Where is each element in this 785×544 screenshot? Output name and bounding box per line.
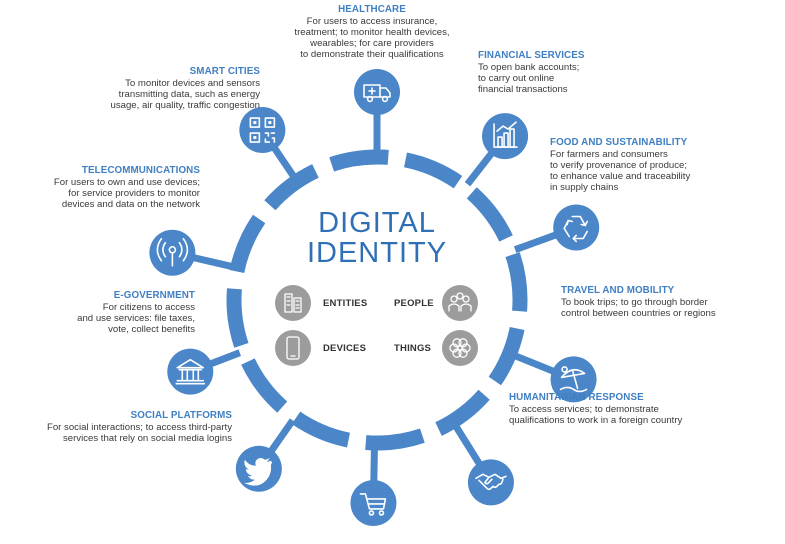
- sector-title: FOOD AND SUSTAINABILITY: [550, 137, 688, 148]
- ring-segment: [403, 152, 463, 189]
- ring-segment: [241, 358, 288, 413]
- ring: [226, 149, 528, 451]
- center-icons: [275, 285, 478, 366]
- recycle-icon: [553, 204, 600, 251]
- sector-desc: For users to access insurance, treatment…: [294, 16, 450, 60]
- sector-desc: For social interactions; to access third…: [46, 422, 232, 444]
- sector-desc: For farmers and consumers to verify prov…: [550, 149, 691, 193]
- sector-desc: To book trips; to go through border cont…: [561, 297, 716, 319]
- sector-label-telecommunications: TELECOMMUNICATIONS For users to own and …: [30, 165, 200, 210]
- beach-umbrella-icon: [550, 356, 597, 403]
- handshake-icon: [467, 459, 514, 506]
- center-title: DIGITAL IDENTITY: [307, 207, 447, 269]
- sector-title: TELECOMMUNICATIONS: [81, 165, 200, 176]
- sector-desc: To access services; to demonstrate quali…: [509, 404, 683, 426]
- ring-segment: [264, 164, 319, 211]
- signal-tower-icon: [149, 229, 196, 276]
- sector-label-food-sustainability: FOOD AND SUSTAINABILITY For farmers and …: [550, 137, 740, 193]
- ring-segment: [329, 149, 389, 172]
- twitter-bird-icon: [235, 445, 282, 492]
- sector-label-e-government: E-GOVERNMENT For citizens to access and …: [40, 290, 195, 335]
- center-label-things: THINGS: [394, 343, 432, 354]
- center-label-entities: ENTITIES: [323, 298, 368, 309]
- sector-desc: For citizens to access and use services:…: [77, 302, 195, 335]
- sector-label-healthcare: HEALTHCARE For users to access insurance…: [282, 4, 462, 60]
- ring-segment: [505, 252, 528, 312]
- ambulance-icon: [354, 69, 400, 115]
- people-icon: [442, 285, 478, 321]
- sector-label-humanitarian-response: HUMANITARIAN RESPONSE To access services…: [509, 392, 749, 426]
- phone-icon: [275, 330, 311, 366]
- center-label-people: PEOPLE: [394, 298, 434, 309]
- government-building-icon: [167, 348, 214, 395]
- ring-segment: [229, 214, 266, 274]
- ring-segment: [488, 326, 525, 386]
- sector-icons: [149, 69, 600, 526]
- center-label-devices: DEVICES: [323, 343, 367, 354]
- ring-segment: [435, 389, 490, 436]
- sector-title: SOCIAL PLATFORMS: [130, 410, 232, 421]
- ring-segment: [365, 428, 425, 451]
- sector-label-smart-cities: SMART CITIES To monitor devices and sens…: [95, 66, 261, 111]
- title-line-1: DIGITAL: [318, 207, 436, 239]
- sector-title: HEALTHCARE: [338, 4, 406, 15]
- sector-desc: To monitor devices and sensors transmitt…: [110, 78, 261, 111]
- building-icon: [275, 285, 311, 321]
- ring-segment: [466, 187, 513, 242]
- title-line-2: IDENTITY: [307, 237, 447, 269]
- ring-segment: [291, 411, 351, 448]
- sector-desc: To open bank accounts; to carry out onli…: [478, 62, 580, 95]
- bar-chart-icon: [482, 113, 529, 160]
- sector-title: SMART CITIES: [189, 66, 260, 77]
- sector-label-social-platforms: SOCIAL PLATFORMS For social interactions…: [20, 410, 232, 444]
- qr-code-icon: [239, 107, 286, 154]
- sector-title: HUMANITARIAN RESPONSE: [509, 392, 644, 403]
- ring-segment: [226, 288, 249, 348]
- sector-label-travel-mobility: TRAVEL AND MOBILITY To book trips; to go…: [561, 285, 781, 319]
- sector-title: E-GOVERNMENT: [113, 290, 195, 301]
- sector-label-financial-services: FINANCIAL SERVICES To open bank accounts…: [478, 50, 648, 95]
- flower-icon: [442, 330, 478, 366]
- sector-desc: For users to own and use devices; for se…: [53, 177, 200, 210]
- sector-title: TRAVEL AND MOBILITY: [561, 285, 675, 296]
- shopping-cart-icon: [350, 479, 397, 526]
- sector-title: FINANCIAL SERVICES: [478, 50, 585, 61]
